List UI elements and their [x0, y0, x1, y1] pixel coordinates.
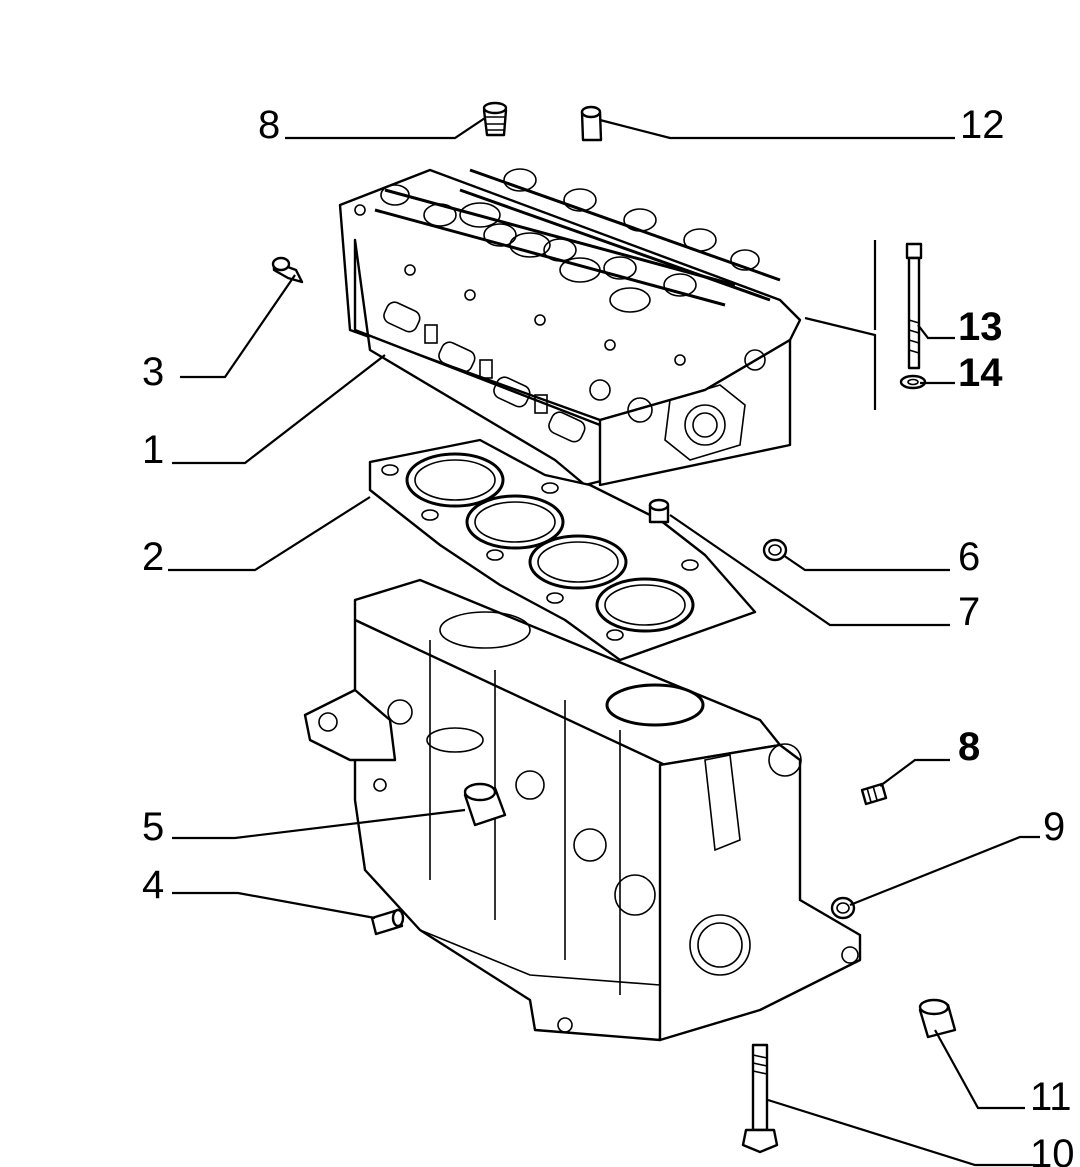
- bushing-5: [463, 782, 507, 827]
- leader-lines: [168, 117, 1040, 1167]
- callout-8-right: 8: [958, 725, 980, 769]
- seal-6: [762, 538, 788, 562]
- threaded-plug-top: [482, 101, 508, 137]
- engine-block: [303, 578, 862, 1042]
- bushing-11: [918, 998, 957, 1039]
- callout-1: 1: [142, 428, 164, 472]
- dowel-4: [370, 908, 405, 936]
- callout-13: 13: [958, 305, 1003, 349]
- head-bolt-13: [905, 242, 923, 370]
- callout-11: 11: [1030, 1075, 1072, 1119]
- plug-9: [830, 896, 856, 920]
- cylinder-head: [338, 168, 802, 487]
- long-bolt-10: [741, 1043, 779, 1154]
- callout-5: 5: [142, 805, 164, 849]
- threaded-plug-right: [860, 782, 888, 806]
- callout-12: 12: [960, 103, 1005, 147]
- head-gasket: [368, 438, 757, 662]
- callout-10: 10: [1030, 1132, 1075, 1167]
- callout-3: 3: [142, 350, 164, 394]
- callout-2: 2: [142, 535, 164, 579]
- callout-4: 4: [142, 863, 164, 907]
- callout-8-top: 8: [258, 103, 280, 147]
- callout-7: 7: [958, 590, 980, 634]
- stud-3: [271, 256, 304, 284]
- callout-14: 14: [958, 351, 1003, 395]
- sleeve-12: [580, 105, 603, 142]
- callout-labels: 8 12 3 1 13 14 2 6 7 8 9 5 4 11 10: [142, 103, 1075, 1167]
- callout-6: 6: [958, 535, 980, 579]
- washer-14: [899, 374, 927, 390]
- callout-9: 9: [1043, 805, 1065, 849]
- dowel-7: [648, 498, 670, 524]
